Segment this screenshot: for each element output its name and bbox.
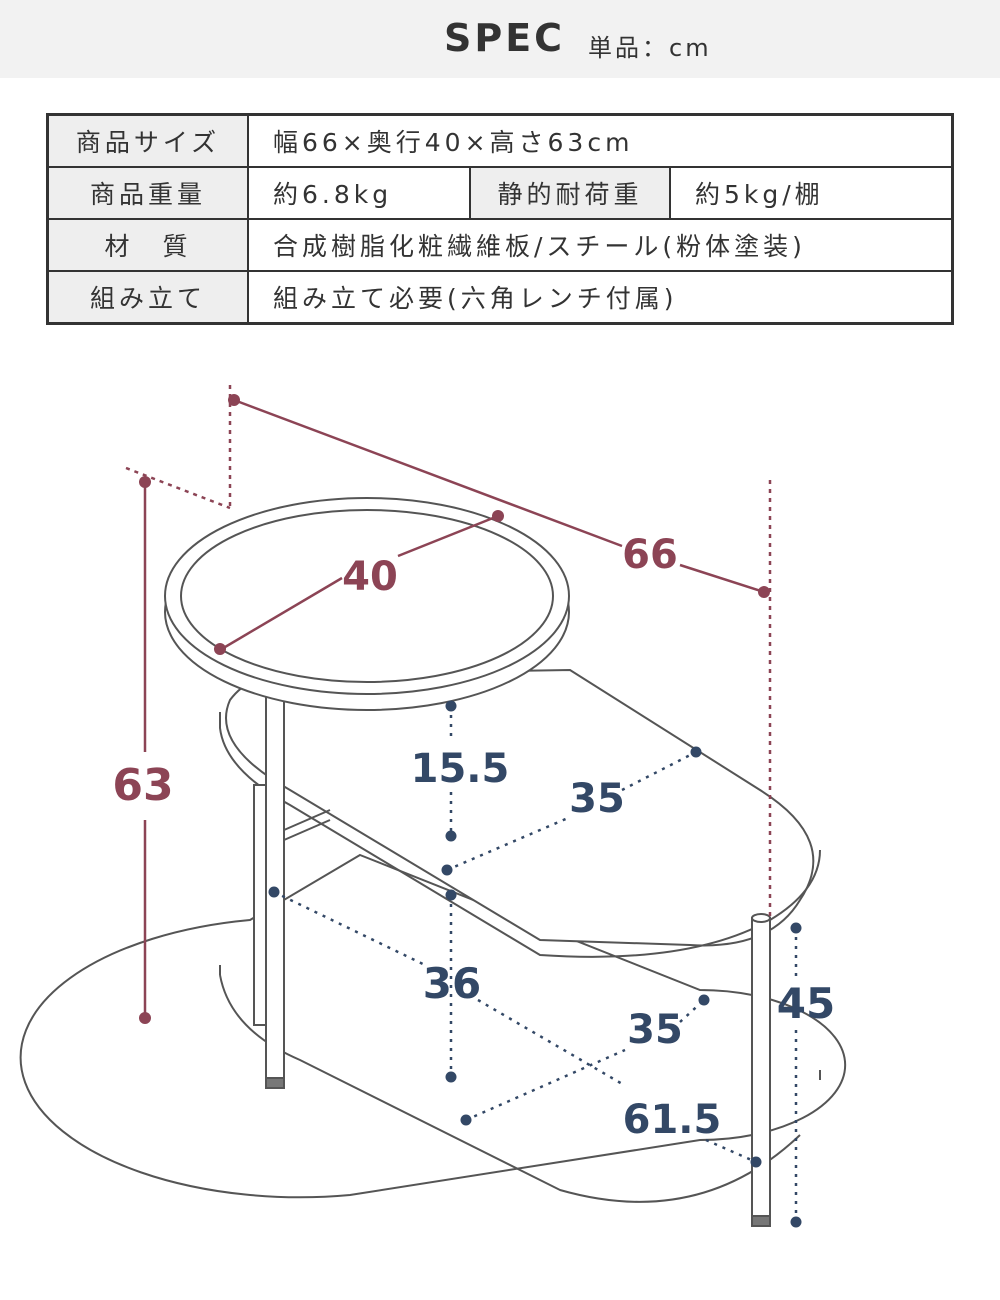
mid-gap-dimension-label: 36 (423, 959, 481, 1008)
red-dimension-endpoints (139, 394, 770, 1024)
weight-value: 約6.8kg (247, 166, 471, 220)
width-dimension-label: 66 (622, 532, 678, 578)
red-dimension-lines (125, 385, 772, 1018)
material-value: 合成樹脂化粧繊維板/スチール(粉体塗装) (247, 218, 954, 272)
blue-dimension-endpoints (268, 700, 802, 1228)
top-round-tray (164, 497, 570, 711)
middle-shelf (219, 668, 821, 958)
depth-dimension-label: 40 (342, 554, 398, 600)
page-title: SPEC (444, 16, 566, 60)
assembly-value: 組み立て必要(六角レンチ付属) (247, 270, 954, 325)
header-bar: SPEC 単品：cm (0, 0, 1000, 78)
table-row: 商品重量 約6.8kg 静的耐荷重 約5kg/棚 (46, 166, 954, 220)
bottom-depth-dimension-label: 35 (627, 1007, 683, 1053)
spec-table: 商品サイズ 幅66×奥行40×高さ63cm 商品重量 約6.8kg 静的耐荷重 … (46, 113, 954, 325)
height-dimension-label: 63 (112, 760, 173, 811)
bottom-shelf (19, 853, 847, 1203)
bottom-width-dimension-label: 61.5 (623, 1097, 722, 1143)
assembly-label: 組み立て (46, 270, 249, 325)
table-row: 材 質 合成樹脂化粧繊維板/スチール(粉体塗装) (46, 218, 954, 272)
unit-label: 単品：cm (588, 34, 712, 62)
size-value: 幅66×奥行40×高さ63cm (247, 113, 954, 168)
mid-height-dimension-label: 45 (777, 979, 835, 1028)
front-right-leg (751, 913, 771, 1227)
size-label: 商品サイズ (46, 113, 249, 168)
table-row: 商品サイズ 幅66×奥行40×高さ63cm (46, 113, 954, 168)
weight-label: 商品重量 (46, 166, 249, 220)
blue-dimension-lines (273, 706, 798, 1222)
load-value: 約5kg/棚 (669, 166, 954, 220)
mid-depth-dimension-label: 35 (569, 776, 625, 822)
top-gap-dimension-label: 15.5 (411, 746, 510, 792)
material-label: 材 質 (46, 218, 249, 272)
load-label: 静的耐荷重 (469, 166, 671, 220)
table-row: 組み立て 組み立て必要(六角レンチ付属) (46, 270, 954, 325)
